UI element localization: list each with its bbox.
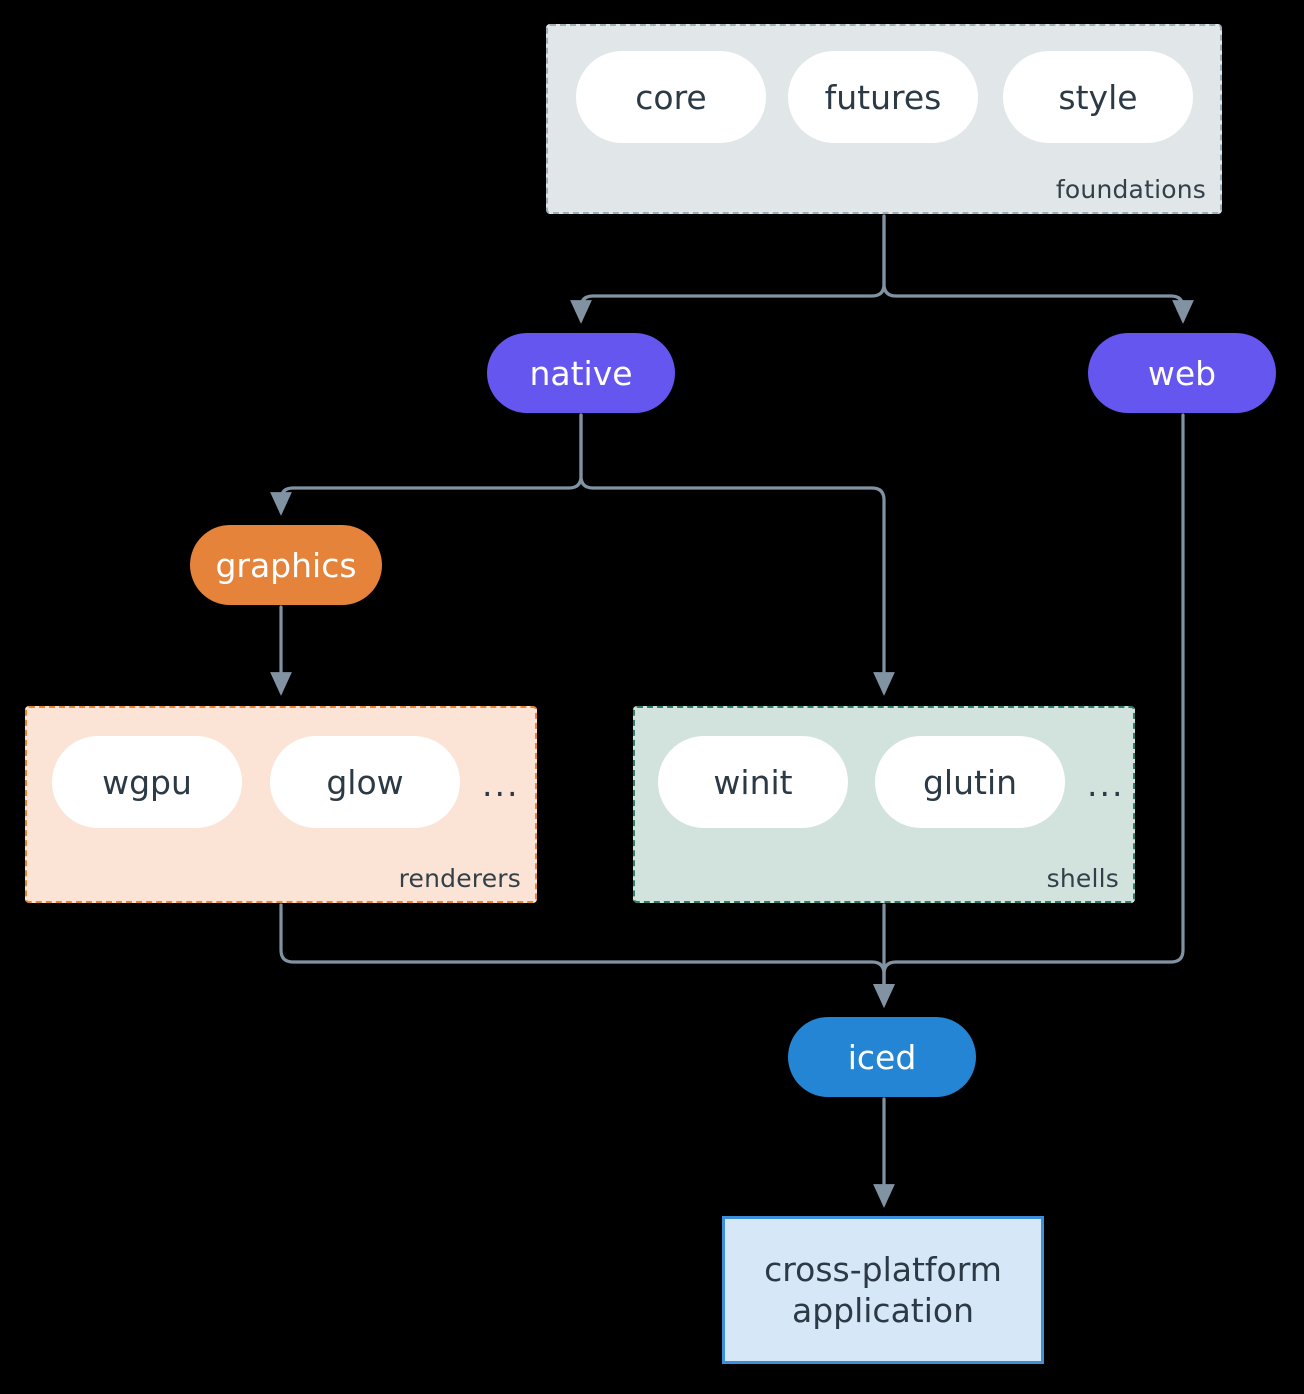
- node-iced-label: iced: [847, 1037, 917, 1077]
- node-core-label: core: [635, 77, 707, 117]
- edge-renderers-to-iced: [279, 903, 895, 1008]
- node-native[interactable]: native: [487, 333, 675, 413]
- node-futures-label: futures: [824, 77, 942, 117]
- shells-ellipsis: ...: [1087, 765, 1125, 804]
- node-winit-label: winit: [713, 762, 793, 802]
- application-line-1: cross-platform: [764, 1249, 1002, 1289]
- node-style-label: style: [1058, 77, 1138, 117]
- cluster-shells[interactable]: winit glutin ... shells: [633, 706, 1135, 903]
- edge-foundations-trunk: [570, 214, 886, 324]
- cluster-renderers-label: renderers: [398, 864, 521, 893]
- node-style[interactable]: style: [1003, 51, 1193, 143]
- node-futures[interactable]: futures: [788, 51, 978, 143]
- cluster-renderers[interactable]: wgpu glow ... renderers: [25, 706, 537, 903]
- node-graphics[interactable]: graphics: [190, 525, 382, 605]
- node-glutin-label: glutin: [922, 762, 1018, 802]
- node-glow-label: glow: [326, 762, 404, 802]
- node-web-label: web: [1147, 353, 1217, 393]
- node-iced[interactable]: iced: [788, 1017, 976, 1097]
- application-line-2: application: [791, 1291, 975, 1330]
- edge-native-to-graphics: [270, 413, 583, 516]
- node-glutin[interactable]: glutin: [875, 736, 1065, 828]
- node-wgpu-label: wgpu: [102, 762, 192, 802]
- cluster-foundations-label: foundations: [1055, 175, 1206, 204]
- cluster-foundations[interactable]: core futures style foundations: [546, 24, 1222, 214]
- node-core[interactable]: core: [576, 51, 766, 143]
- node-native-label: native: [529, 353, 633, 393]
- cluster-shells-label: shells: [1046, 864, 1119, 893]
- node-wgpu[interactable]: wgpu: [52, 736, 242, 828]
- renderers-ellipsis: ...: [482, 765, 520, 804]
- node-glow[interactable]: glow: [270, 736, 460, 828]
- node-graphics-label: graphics: [215, 545, 357, 585]
- node-cross-platform-application[interactable]: cross-platform application: [722, 1216, 1044, 1364]
- node-winit[interactable]: winit: [658, 736, 848, 828]
- node-web[interactable]: web: [1088, 333, 1276, 413]
- edge-foundations-to-web: [882, 214, 1194, 324]
- edge-native-to-shells: [579, 413, 895, 696]
